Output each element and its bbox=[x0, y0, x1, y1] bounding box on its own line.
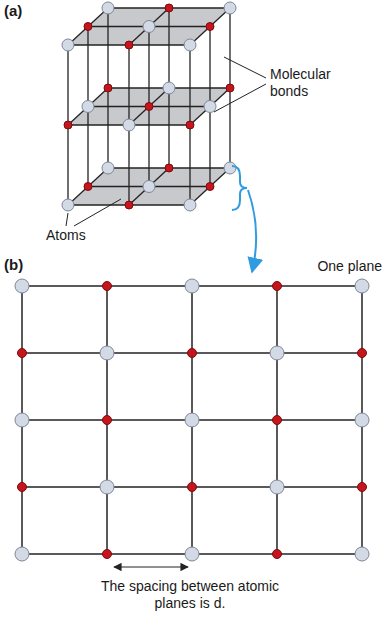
atom bbox=[143, 181, 155, 193]
atom bbox=[185, 413, 199, 427]
atom bbox=[224, 162, 236, 174]
atom bbox=[18, 349, 27, 358]
bond-line bbox=[190, 168, 230, 205]
atom bbox=[62, 39, 74, 51]
caption-note: The spacing between atomic planes is d. bbox=[100, 578, 280, 612]
atom bbox=[102, 2, 114, 14]
atom bbox=[125, 41, 133, 49]
atom bbox=[273, 416, 282, 425]
atom bbox=[18, 483, 27, 492]
atom bbox=[355, 413, 369, 427]
atom bbox=[100, 480, 114, 494]
atom bbox=[186, 121, 194, 129]
atom bbox=[270, 480, 284, 494]
atom bbox=[188, 349, 197, 358]
atom bbox=[165, 4, 173, 12]
atom bbox=[185, 547, 199, 561]
atom bbox=[355, 279, 369, 293]
atomic-plane bbox=[15, 279, 369, 561]
plane-bracket bbox=[232, 166, 256, 272]
atom bbox=[188, 483, 197, 492]
atom bbox=[15, 413, 29, 427]
atom bbox=[224, 2, 236, 14]
atom bbox=[163, 82, 175, 94]
leader-lines bbox=[66, 57, 266, 226]
atom bbox=[185, 279, 199, 293]
atom bbox=[165, 164, 173, 172]
atom bbox=[273, 282, 282, 291]
atom bbox=[103, 282, 112, 291]
part-label: One plane bbox=[282, 258, 382, 275]
atom bbox=[15, 279, 29, 293]
atom bbox=[206, 23, 214, 31]
atom bbox=[62, 199, 74, 211]
crystal-lattice bbox=[62, 2, 236, 211]
atom bbox=[104, 84, 112, 92]
atom bbox=[184, 39, 196, 51]
part-label: Molecular bonds bbox=[270, 66, 350, 100]
atom bbox=[84, 183, 92, 191]
atom bbox=[84, 23, 92, 31]
bond-line bbox=[129, 88, 169, 125]
part-label: Atoms bbox=[46, 227, 106, 244]
panel-letter: (b) bbox=[4, 256, 44, 274]
atom bbox=[206, 183, 214, 191]
atom bbox=[226, 84, 234, 92]
atom bbox=[102, 162, 114, 174]
atom bbox=[358, 349, 367, 358]
atom bbox=[358, 483, 367, 492]
atom bbox=[125, 201, 133, 209]
atom bbox=[273, 550, 282, 559]
atom bbox=[15, 547, 29, 561]
atom bbox=[123, 119, 135, 131]
atom bbox=[145, 103, 153, 111]
atom bbox=[64, 121, 72, 129]
panel-letter: (a) bbox=[4, 2, 44, 20]
atom bbox=[82, 101, 94, 113]
atom bbox=[103, 550, 112, 559]
atom bbox=[143, 21, 155, 33]
spacing-arrow bbox=[114, 566, 188, 567]
atom bbox=[355, 547, 369, 561]
atom bbox=[184, 199, 196, 211]
atom bbox=[204, 101, 216, 113]
atom bbox=[100, 346, 114, 360]
atom bbox=[103, 416, 112, 425]
atom bbox=[270, 346, 284, 360]
